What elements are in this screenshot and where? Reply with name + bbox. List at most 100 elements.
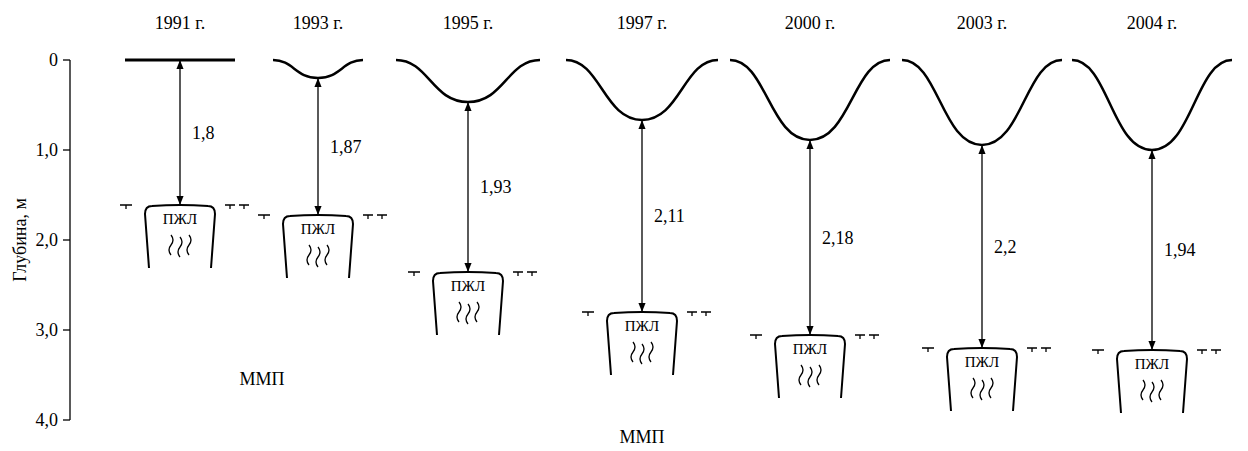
ice-vein <box>1159 380 1163 400</box>
permafrost-table-mark <box>922 348 934 352</box>
year-label: 2004 г. <box>1127 14 1177 32</box>
thaw-depth-value: 2,18 <box>822 229 854 247</box>
permafrost-table-mark <box>258 215 270 219</box>
profiles <box>120 60 1232 354</box>
ice-vein <box>971 378 975 398</box>
ice-wedge: ПЖЛ <box>430 270 506 336</box>
thaw-depth-value: 2,11 <box>654 207 685 225</box>
year-label: 1997 г. <box>617 14 667 32</box>
axis-title: Глубина, м <box>11 198 29 282</box>
tick-label: 2,0 <box>36 231 59 249</box>
wedge-label: ПЖЛ <box>142 203 218 227</box>
ice-vein <box>989 378 993 398</box>
thermokarst-depression <box>730 60 890 140</box>
tick-label: 1,0 <box>36 141 59 159</box>
thaw-depth-arrow <box>179 61 180 204</box>
ice-wedge: ПЖЛ <box>142 203 218 269</box>
permafrost-table-mark <box>513 272 523 276</box>
year-label: 2003 г. <box>957 14 1007 32</box>
permafrost-table-mark <box>855 335 865 339</box>
thaw-depth-arrow <box>641 121 642 311</box>
permafrost-table-mark <box>1027 348 1037 352</box>
permafrost-table-mark <box>750 335 762 339</box>
permafrost-table-mark <box>239 205 249 209</box>
thaw-depth-value: 1,93 <box>480 178 512 196</box>
ice-vein <box>178 237 182 257</box>
permafrost-table-mark <box>225 205 235 209</box>
thermokarst-depression <box>396 60 540 102</box>
permafrost-table-mark <box>408 272 420 276</box>
wedge-label: ПЖЛ <box>772 333 848 357</box>
tick-label: 4,0 <box>36 411 59 429</box>
wedge-border <box>145 205 215 268</box>
wedge-label: ПЖЛ <box>1114 348 1190 372</box>
ice-vein <box>1141 380 1145 400</box>
ice-vein <box>799 365 803 385</box>
permafrost-table-mark <box>869 335 879 339</box>
tick-label: 3,0 <box>36 321 59 339</box>
ice-wedge: ПЖЛ <box>772 333 848 399</box>
permafrost-table-mark <box>377 215 387 219</box>
year-label: 1993 г. <box>293 14 343 32</box>
thaw-depth-arrow <box>1151 151 1152 349</box>
year-label: 2000 г. <box>785 14 835 32</box>
wedge-border <box>433 272 503 335</box>
permafrost-table-mark <box>687 312 697 316</box>
ice-vein <box>631 342 635 362</box>
permafrost-table-mark <box>1041 348 1051 352</box>
permafrost-table-mark <box>527 272 537 276</box>
thermokarst-depression <box>1072 60 1232 150</box>
ice-vein <box>457 302 461 322</box>
ice-vein <box>307 245 311 265</box>
thaw-depth-value: 1,87 <box>330 138 362 156</box>
thaw-depth-value: 2,2 <box>994 238 1017 256</box>
ice-vein <box>316 247 320 267</box>
ice-vein <box>808 367 812 387</box>
wedge-border <box>947 348 1017 411</box>
ice-vein <box>187 235 191 255</box>
wedge-label: ПЖЛ <box>604 310 680 334</box>
wedge-label: ПЖЛ <box>430 270 506 294</box>
thaw-depth-arrow <box>467 103 468 271</box>
ice-wedge: ПЖЛ <box>280 213 356 279</box>
ice-vein <box>640 344 644 364</box>
ice-vein <box>466 304 470 324</box>
permafrost-label: ММП <box>239 370 284 388</box>
permafrost-label: ММП <box>619 428 664 446</box>
ice-vein <box>475 302 479 322</box>
wedge-label: ПЖЛ <box>944 346 1020 370</box>
ice-vein <box>169 235 173 255</box>
ice-vein <box>980 380 984 400</box>
permafrost-table-mark <box>701 312 711 316</box>
ice-vein <box>649 342 653 362</box>
thaw-depth-value: 1,8 <box>192 124 215 142</box>
year-label: 1995 г. <box>443 14 493 32</box>
ice-wedge: ПЖЛ <box>1114 348 1190 414</box>
wedge-border <box>1117 350 1187 413</box>
ice-vein <box>1150 382 1154 402</box>
thaw-depth-arrow <box>981 146 982 347</box>
ice-wedge: ПЖЛ <box>604 310 680 376</box>
permafrost-table-mark <box>1211 350 1221 354</box>
ice-vein <box>325 245 329 265</box>
thermokarst-depression <box>273 60 363 78</box>
wedge-border <box>283 215 353 278</box>
permafrost-table-mark <box>582 312 594 316</box>
wedge-label: ПЖЛ <box>280 213 356 237</box>
wedge-border <box>775 335 845 398</box>
permafrost-table-mark <box>1197 350 1207 354</box>
permafrost-table-mark <box>363 215 373 219</box>
wedge-border <box>607 312 677 375</box>
year-label: 1991 г. <box>155 14 205 32</box>
thaw-depth-arrow <box>317 79 318 214</box>
thaw-depth-value: 1,94 <box>1164 241 1196 259</box>
ice-wedge: ПЖЛ <box>944 346 1020 412</box>
thermokarst-depression <box>566 60 718 120</box>
permafrost-table-mark <box>1092 350 1104 354</box>
thaw-depth-arrow <box>809 141 810 334</box>
thermokarst-depression <box>902 60 1062 145</box>
tick-label: 0 <box>49 51 58 69</box>
depth-axis <box>63 60 70 420</box>
ice-vein <box>817 365 821 385</box>
